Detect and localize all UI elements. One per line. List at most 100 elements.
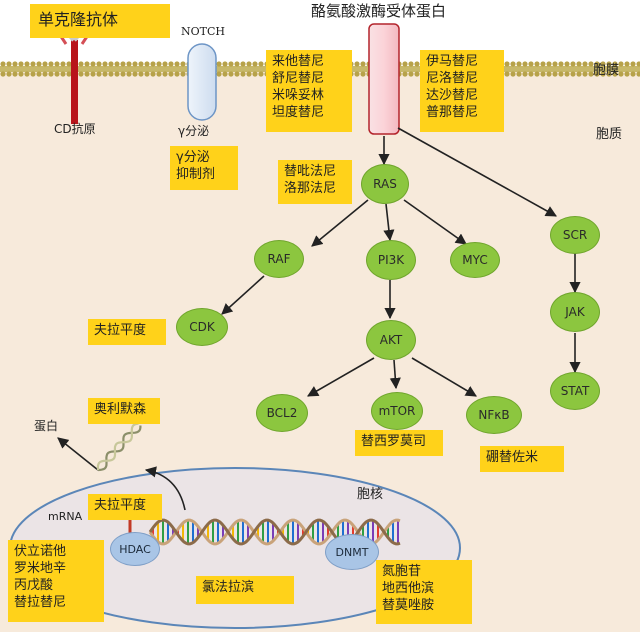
lipid-head [12,71,18,77]
lipid-head [246,61,252,67]
node-bcl2: BCL2 [256,394,308,432]
lipid-head [174,71,180,77]
lipid-head [114,71,120,77]
lipid-head [534,71,540,77]
lipid-head [522,61,528,67]
lipid-head [18,61,24,67]
lipid-head [624,61,630,67]
lipid-head [552,71,558,77]
lipid-head [600,71,606,77]
lipid-head [636,71,640,77]
lipid-head [408,61,414,67]
drug-name: 伊马替尼 [426,54,479,69]
lipid-head [546,61,552,67]
mrna-strand [96,422,142,472]
lipid-head [558,61,564,67]
gamma-secretase-label: γ分泌 [178,124,210,138]
lipid-head [102,61,108,67]
drug-name: 夫拉平度 [94,323,147,338]
lipid-head [36,71,42,77]
lipid-head [6,71,12,77]
arrow-akt-bcl2 [307,357,375,397]
farnesyltransferase-inhibitor-box: 替吡法尼 洛那法尼 [278,160,352,204]
lipid-head [360,61,366,67]
lipid-head [408,71,414,77]
lipid-head [90,71,96,77]
lipid-head [504,61,510,67]
flavopiridol-cdk-box: 夫拉平度 [88,319,166,345]
lipid-head [570,71,576,77]
lipid-head [30,61,36,67]
lipid-head [516,61,522,67]
lipid-head [414,61,420,67]
arrow-receptor-scr [397,127,557,217]
drug-name: 奥利默森 [94,402,147,417]
lipid-head [30,71,36,77]
lipid-head [222,71,228,77]
drug-name: 罗米地辛 [14,561,67,576]
lipid-head [222,61,228,67]
lipid-head [24,61,30,67]
lipid-head [138,61,144,67]
lipid-head [162,71,168,77]
lipid-head [48,71,54,77]
enzyme-hdac: HDAC [110,532,160,566]
lipid-head [156,61,162,67]
lipid-head [24,71,30,77]
lipid-head [174,61,180,67]
lipid-head [78,71,84,77]
drug-name: 氮胞苷 [382,564,422,579]
lipid-head [576,61,582,67]
arrow-akt-nfkb [411,357,477,397]
lipid-head [84,61,90,67]
monoclonal-antibody-box: 单克隆抗体 [30,4,170,38]
lipid-head [612,71,618,77]
lipid-head [258,71,264,77]
lipid-head [606,71,612,77]
drug-name: 伏立诺他 [14,544,67,559]
lipid-head [42,61,48,67]
cd-antigen-label: CD抗原 [54,122,96,136]
lipid-head [252,61,258,67]
drug-name: 普那替尼 [426,105,479,120]
lipid-head [120,61,126,67]
lipid-head [84,71,90,77]
receptor-label: 酪氨酸激酶受体蛋白 [311,2,447,20]
drug-name: 坦度替尼 [272,105,325,120]
lipid-head [360,71,366,77]
lipid-head [354,71,360,77]
lipid-head [246,71,252,77]
drug-name: 替拉替尼 [14,595,67,610]
drug-name: 来他替尼 [272,54,325,69]
lipid-head [240,61,246,67]
node-nfkb: NFκB [466,396,522,434]
hdac-inhibitor-box: 伏立诺他 罗米地辛 丙戊酸 替拉替尼 [8,540,104,622]
lipid-head [618,61,624,67]
node-ras: RAS [361,164,409,204]
lipid-head [144,61,150,67]
lipid-head [414,71,420,77]
node-jak: JAK [550,292,600,332]
drug-name: 达沙替尼 [426,88,479,103]
drug-name: γ分泌 [176,150,210,165]
lipid-head [624,71,630,77]
mrna-label: mRNA [48,510,83,523]
bortezomib-box: 硼替佐米 [480,446,564,472]
lipid-head [582,71,588,77]
drug-name: 单克隆抗体 [38,10,119,29]
lipid-head [216,71,222,77]
drug-name: 抑制剂 [176,167,216,182]
drug-name: 地西他滨 [382,581,435,596]
lipid-head [516,71,522,77]
lipid-head [150,71,156,77]
lipid-head [18,71,24,77]
lipid-head [60,61,66,67]
node-scr: SCR [550,216,600,254]
lipid-head [108,61,114,67]
flavopiridol-nucleus-box: 夫拉平度 [88,494,162,520]
lipid-head [96,71,102,77]
tki-left-box: 来他替尼 舒尼替尼 米哚妥林 坦度替尼 [266,50,352,132]
lipid-head [534,61,540,67]
lipid-head [6,61,12,67]
